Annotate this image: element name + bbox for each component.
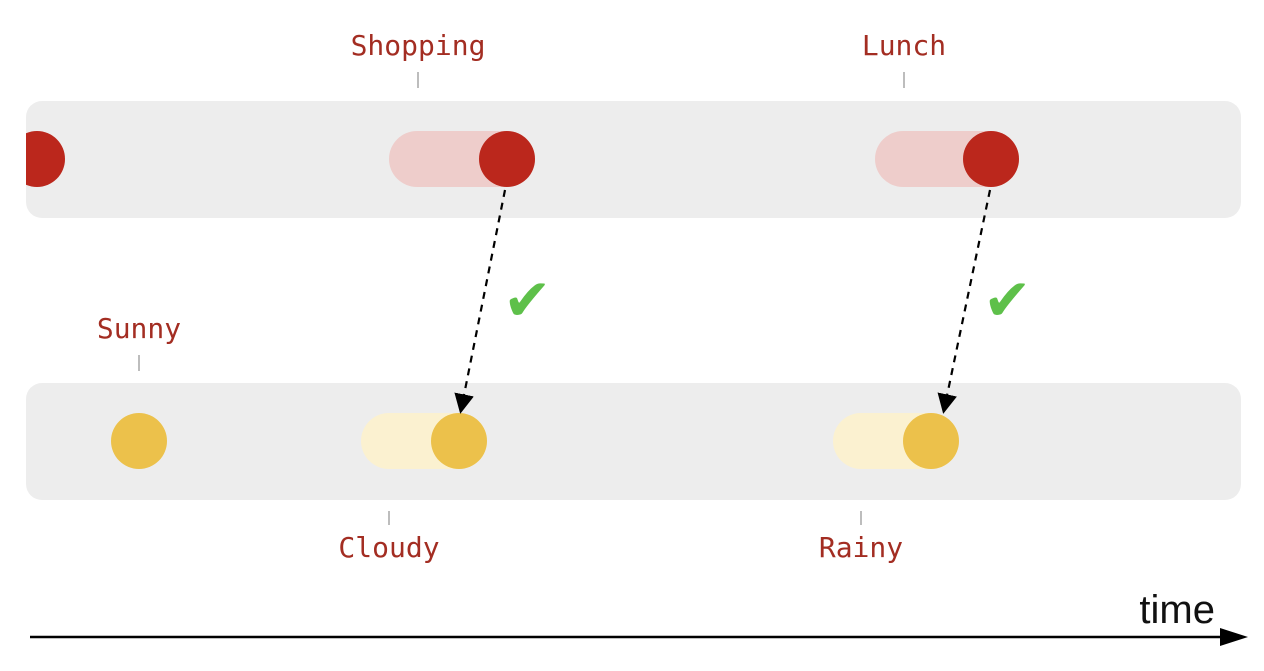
shopping-label: Shopping [351, 29, 486, 62]
cloudy-label: Cloudy [338, 531, 439, 564]
time-axis-label: time [1139, 588, 1215, 632]
shopping-dot [479, 131, 535, 187]
sunny-dot [111, 413, 167, 469]
shopping-to-cloudy-arrow [454, 189, 507, 414]
checkmark-icon: ✔ [983, 266, 1032, 334]
cloudy-dot [431, 413, 487, 469]
sunny-label: Sunny [97, 312, 181, 345]
lunch-label: Lunch [862, 29, 946, 62]
top-lane [26, 101, 1241, 218]
time-axis-arrowhead [1220, 628, 1248, 646]
lunch-dot [963, 131, 1019, 187]
top-lane-start-dot [26, 131, 65, 187]
rainy-dot [903, 413, 959, 469]
checkmark-icon: ✔ [503, 266, 552, 334]
lunch-to-rainy-arrow [937, 189, 992, 414]
bottom-lane [26, 383, 1241, 500]
rainy-label: Rainy [819, 531, 903, 564]
